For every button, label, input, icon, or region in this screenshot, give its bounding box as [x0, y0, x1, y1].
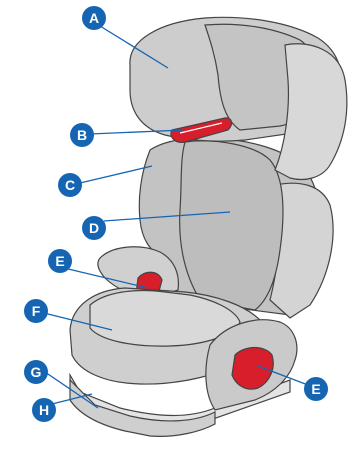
label-letter-a: A — [89, 10, 99, 26]
seat-base-front — [70, 380, 215, 436]
car-seat-illustration — [70, 17, 347, 436]
backrest-center-panel — [180, 141, 283, 310]
label-badge-b: B — [70, 123, 94, 147]
label-badge-e1: E — [48, 249, 72, 273]
label-letter-h: H — [39, 402, 49, 418]
label-letter-b: B — [77, 127, 87, 143]
label-letter-f: F — [32, 303, 41, 319]
label-letter-e1: E — [55, 253, 64, 269]
label-letter-d: D — [89, 220, 99, 236]
label-badge-g: G — [24, 360, 48, 384]
label-badge-f: F — [24, 299, 48, 323]
label-letter-e2: E — [311, 381, 320, 397]
label-letter-g: G — [31, 364, 42, 380]
label-badge-a: A — [82, 6, 106, 30]
label-badge-h: H — [32, 398, 56, 422]
label-badge-e2: E — [304, 377, 328, 401]
label-badge-d: D — [82, 216, 106, 240]
label-letter-c: C — [65, 177, 75, 193]
label-badge-c: C — [58, 173, 82, 197]
